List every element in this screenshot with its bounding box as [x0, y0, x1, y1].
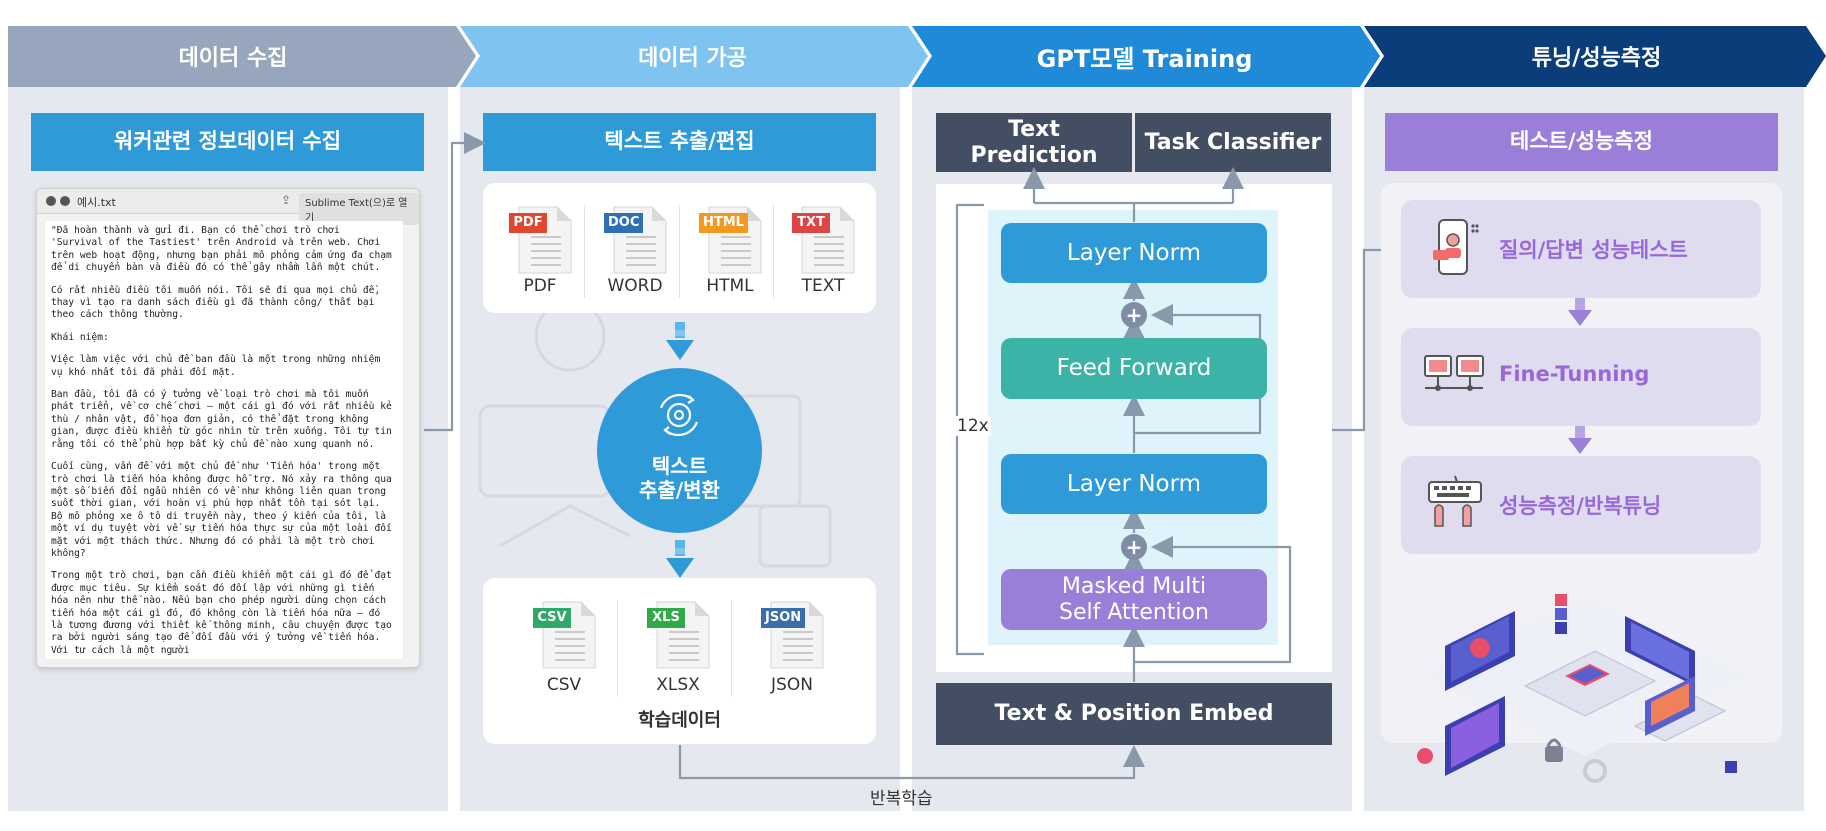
qa-test-step: 질의/답변 성능테스트: [1401, 200, 1761, 298]
stage-header-arrows: [8, 26, 1826, 87]
text-file-content: "Đã hoàn thành và gửi đi. Bạn có thể chơ…: [51, 225, 397, 657]
mobile-test-icon: [1433, 219, 1479, 275]
process-banner: 텍스트 추출/편집: [483, 113, 876, 171]
divider: [731, 600, 732, 697]
share-icon[interactable]: ⇪: [281, 193, 292, 207]
arrow-down-icon: [666, 540, 694, 578]
window-titlebar: 예시.txt ⇪ Sublime Text(으)로 열기: [37, 189, 419, 225]
keyboard-typing-icon: [1428, 475, 1482, 527]
file-badge: HTML: [699, 213, 748, 233]
text-paragraph: Khái niệm:: [51, 331, 109, 343]
file-type-label: WORD: [607, 276, 663, 296]
extract-convert-circle: 텍스트 추출/변환: [597, 368, 762, 533]
stage-header-process: 데이터 가공: [638, 46, 747, 71]
divider: [772, 205, 774, 298]
text-paragraph: "Đã hoàn thành và gửi đi. Bạn có thể chơ…: [51, 225, 392, 274]
arrow-down-icon: [1568, 426, 1592, 454]
file-type-label: HTML: [706, 276, 754, 296]
stage-header-tuning: 튜닝/성능측정: [1531, 46, 1662, 71]
training-data-card: CSV CSV XLS XLSX JSON JSON 학습데이터: [483, 578, 876, 744]
text-paragraph: Việc làm việc với chủ đề ban đầu là một …: [51, 354, 381, 378]
divider: [678, 205, 680, 298]
collect-banner: 워커관련 정보데이터 수집: [31, 113, 424, 171]
file-badge: TXT: [792, 213, 830, 233]
stage-header-gpt-training: GPT모델 Training: [1036, 44, 1253, 73]
arrow-down-icon: [1568, 298, 1592, 326]
measure-retune-step: 성능측정/반복튜닝: [1401, 456, 1761, 554]
layer-norm-bottom: Layer Norm: [1001, 454, 1267, 514]
add-icon: +: [1121, 302, 1147, 328]
file-type-label: PDF: [523, 276, 557, 296]
text-paragraph: Có rất nhiều điều tôi muốn nói. Tôi sẽ đ…: [51, 284, 381, 321]
loop-label: 반복학습: [870, 789, 933, 809]
measure-retune-label: 성능측정/반복튜닝: [1499, 494, 1662, 518]
text-file-body: "Đã hoàn thành và gửi đi. Bạn có thể chơ…: [45, 221, 403, 659]
file-badge: CSV: [533, 608, 571, 628]
open-with-button[interactable]: Sublime Text(으)로 열기: [299, 193, 419, 225]
minimize-icon[interactable]: [60, 196, 70, 206]
arrow-down-icon: [666, 322, 694, 360]
text-paragraph: Cuối cùng, vấn đề với một chủ đề như 'Ti…: [51, 461, 392, 559]
qa-test-label: 질의/답변 성능테스트: [1499, 238, 1688, 262]
task-classifier-head: Task Classifier: [1135, 113, 1331, 172]
text-prediction-head: Text Prediction: [936, 113, 1132, 172]
file-badge: PDF: [509, 213, 547, 233]
text-paragraph: Ban đầu, tôi đã có ý tưởng về loại trò c…: [51, 389, 392, 450]
layer-norm-top: Layer Norm: [1001, 223, 1267, 283]
isometric-devices-illustration: [1417, 594, 1745, 783]
stage-header-collect: 데이터 수집: [178, 46, 288, 71]
fine-tuning-label: Fine-Tunning: [1499, 362, 1650, 386]
close-icon[interactable]: [46, 196, 56, 206]
masked-attention-block: Masked Multi Self Attention: [1001, 569, 1267, 630]
circle-label-line2: 추출/변환: [639, 478, 720, 502]
window-filename: 예시.txt: [77, 196, 116, 209]
file-badge: DOC: [604, 213, 644, 233]
fine-tuning-step: Fine-Tunning: [1401, 328, 1761, 426]
file-type-label: XLSX: [656, 675, 700, 695]
file-type-label: JSON: [771, 675, 813, 695]
text-position-embed: Text & Position Embed: [936, 683, 1332, 745]
text-file-window: 예시.txt ⇪ Sublime Text(으)로 열기 "Đã hoàn th…: [36, 188, 420, 668]
monitors-icon: [1424, 355, 1484, 391]
feed-forward-block: Feed Forward: [1001, 338, 1267, 399]
file-type-label: TEXT: [801, 276, 845, 296]
input-formats-card: PDF PDF DOC WORD HTML HTML TXT TEXT: [483, 183, 876, 313]
file-type-label: CSV: [546, 675, 582, 695]
file-badge: XLS: [647, 608, 685, 628]
divider: [583, 205, 585, 298]
circle-label-line1: 텍스트: [651, 454, 708, 478]
divider: [617, 600, 618, 697]
gear-refresh-icon: [659, 393, 699, 437]
tuning-banner: 테스트/성능측정: [1385, 113, 1778, 171]
repeat-count-label: 12x: [955, 416, 991, 436]
text-paragraph: Trong một trò chơi, bạn cần điều khiển m…: [51, 570, 392, 656]
file-badge: JSON: [761, 608, 806, 628]
add-icon: +: [1121, 534, 1147, 560]
training-data-caption: 학습데이터: [638, 710, 721, 731]
